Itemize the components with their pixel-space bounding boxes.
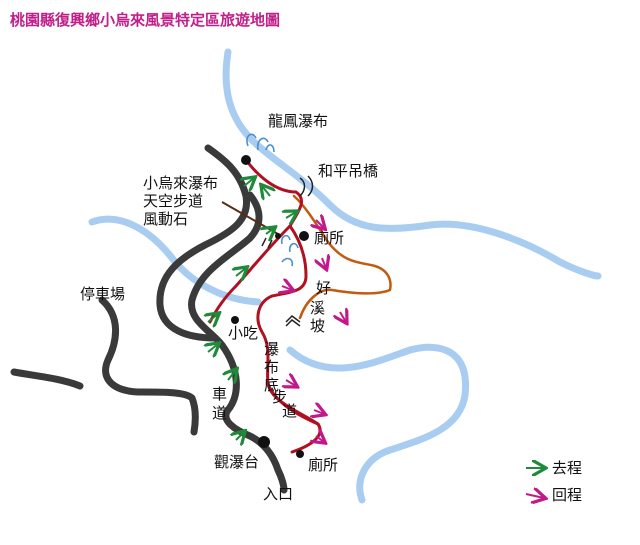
outbound-arrow (236, 432, 244, 440)
toilet-bottom-point (296, 450, 304, 458)
outbound-arrow (262, 186, 270, 196)
falls-bottom-trail-char: 布 (264, 358, 279, 376)
outbound-arrow (244, 178, 254, 186)
return-arrow (286, 380, 296, 386)
legend-return-arrow-icon (525, 494, 544, 498)
peace-bridge-icon (299, 175, 314, 197)
observation-deck-label: 觀瀑台 (214, 453, 259, 471)
falls-bottom-trail-char: 道 (282, 402, 297, 420)
alt-trail (292, 194, 392, 320)
dragon-falls-point (241, 155, 251, 165)
outbound-arrow (228, 370, 236, 380)
legend: 去程 回程 (525, 459, 582, 504)
return-arrow (282, 286, 292, 290)
falls-point (275, 233, 281, 239)
river-right (286, 343, 470, 504)
haoxi-slope-label: 好 溪 坡 (310, 279, 331, 335)
map-title: 桃園縣復興鄉小烏來風景特定區旅遊地圖 (10, 11, 280, 29)
return-arrow (316, 220, 324, 228)
road-west (10, 368, 84, 390)
outbound-arrow (266, 228, 274, 234)
observation-deck-point (258, 436, 270, 448)
xiaowulai-waterfall-icon (280, 234, 299, 267)
snack-label: 小吃 (228, 324, 258, 342)
road-char: 車 (212, 385, 227, 403)
dragon-phoenix-falls-label: 龍鳳瀑布 (268, 112, 328, 130)
xiaowulai-falls-label: 小烏來瀑布 (143, 174, 218, 192)
return-arrow (316, 436, 324, 442)
haoxi-slope-char: 坡 (310, 317, 325, 335)
road-char: 道 (212, 404, 227, 422)
haoxi-slope-char: 好 (316, 279, 331, 297)
return-arrow (314, 410, 324, 414)
road-parking (98, 296, 199, 436)
outbound-arrow (286, 212, 296, 218)
road-label: 車 道 (212, 385, 227, 422)
toilet-top-label: 廁所 (314, 229, 344, 247)
peace-bridge-label: 和平吊橋 (318, 162, 378, 180)
falls-bottom-trail-char: 瀑 (264, 340, 279, 358)
parking-label: 停車場 (80, 285, 125, 303)
entrance-label: 入口 (263, 485, 293, 503)
falls-bottom-trail-char: 步 (272, 388, 287, 406)
wind-moving-stone-label: 風動石 (143, 210, 188, 228)
outbound-arrows (208, 178, 296, 440)
snack-point (231, 316, 239, 324)
haoxi-slope-char: 溪 (310, 299, 325, 317)
outbound-arrow (236, 268, 246, 276)
road-upper (156, 144, 251, 342)
sky-walkway-label: 天空步道 (143, 192, 203, 210)
outbound-arrow (208, 344, 218, 352)
return-arrow (322, 258, 326, 268)
falls-bottom-trail-char: 底 (264, 376, 279, 394)
return-arrow (340, 312, 346, 322)
outbound-arrow (208, 314, 218, 322)
dragon-falls-waterfall-icon (246, 133, 275, 153)
haoxi-bridge-icon (285, 315, 301, 327)
legend-return-label: 回程 (552, 486, 582, 504)
return-arrows (282, 220, 346, 442)
toilet-bottom-label: 廁所 (308, 456, 338, 474)
legend-outbound-label: 去程 (552, 459, 582, 477)
trail-falls-loop (266, 382, 320, 426)
toilet-top-point (299, 231, 309, 241)
falls-bottom-trail-label: 瀑 布 底 步 道 (264, 340, 297, 420)
